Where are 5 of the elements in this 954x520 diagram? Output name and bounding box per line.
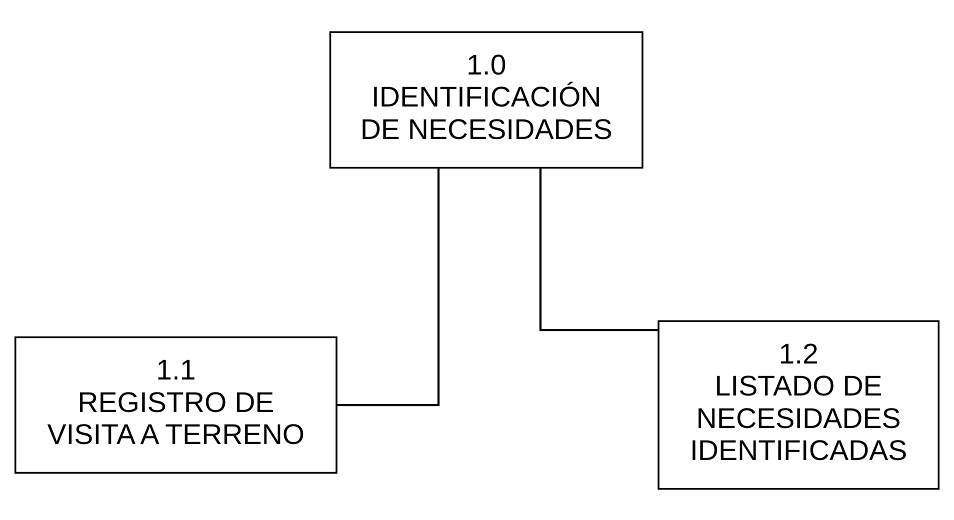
node-box: 1.0 IDENTIFICACIÓN DE NECESIDADES (329, 30, 644, 168)
node-box: 1.2 LISTADO DE NECESIDADES IDENTIFICADAS (658, 320, 940, 490)
connector (336, 168, 440, 406)
connector (539, 167, 658, 331)
node-box: 1.1 REGISTRO DE VISITA A TERRENO (14, 336, 338, 474)
